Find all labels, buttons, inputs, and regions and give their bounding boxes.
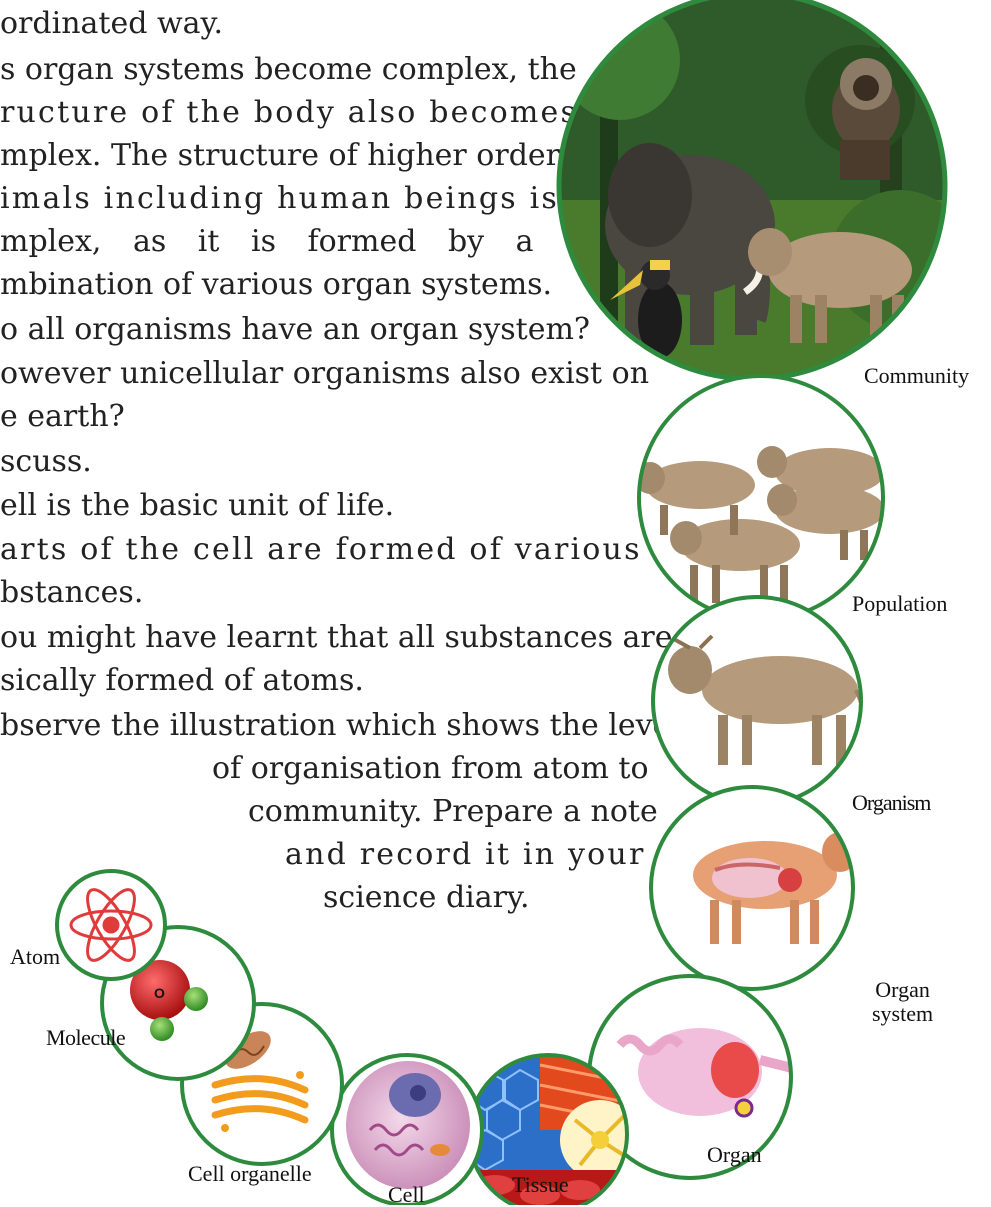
label-population: Population	[852, 592, 947, 616]
label-cell: Cell	[388, 1183, 425, 1207]
label-organ: Organ	[707, 1143, 762, 1167]
label-molecule: Molecule	[46, 1026, 125, 1050]
label-community: Community	[864, 364, 969, 388]
label-organ-system: Organ system	[872, 978, 933, 1026]
label-organism: Organism	[852, 791, 930, 815]
label-atom: Atom	[10, 945, 60, 969]
svg-text:O: O	[154, 985, 165, 1001]
label-tissue: Tissue	[512, 1173, 569, 1197]
atom-bubble	[57, 871, 165, 979]
community-bubble	[550, 0, 970, 390]
organism-bubble	[653, 597, 865, 805]
label-cell-organelle: Cell organelle	[188, 1162, 312, 1186]
monkey-icon	[832, 58, 900, 180]
animal-cell-icon	[346, 1061, 470, 1189]
population-bubble	[635, 376, 885, 620]
organ-system-bubble	[651, 787, 858, 989]
